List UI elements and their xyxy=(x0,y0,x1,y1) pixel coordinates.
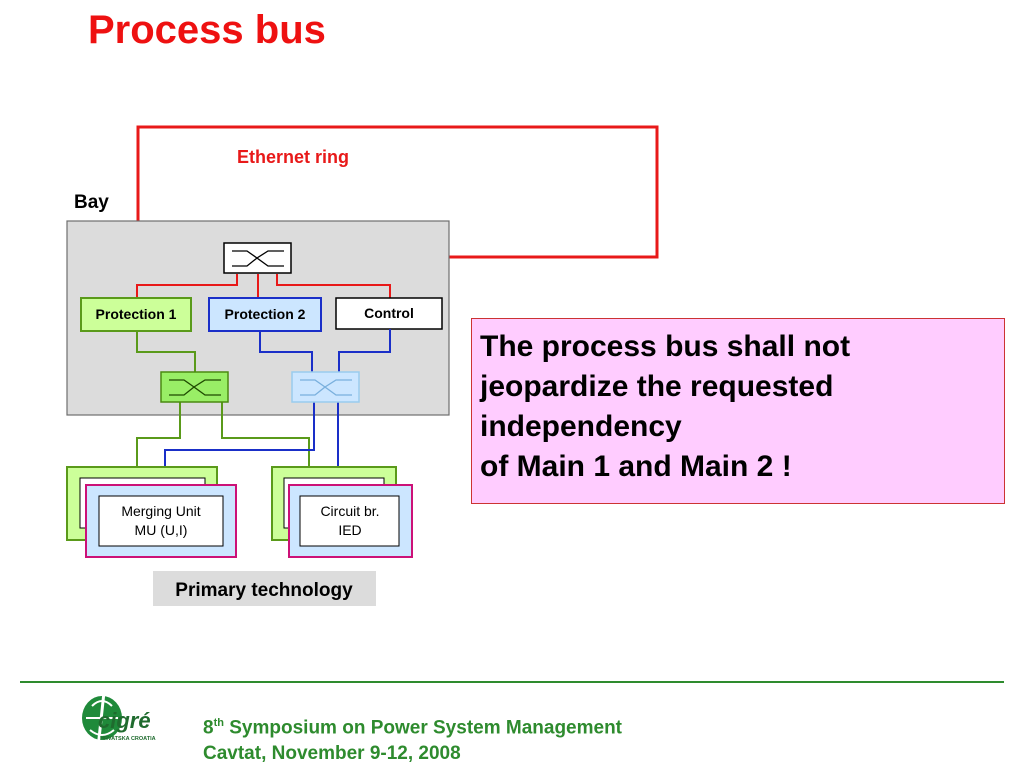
logo-text: cigré xyxy=(98,708,151,733)
red-links xyxy=(136,274,391,299)
protection1-label: Protection 1 xyxy=(96,306,177,322)
footer-edition-suffix: th xyxy=(213,717,224,729)
cigre-logo: cigré HRVATSKA CROATIA xyxy=(82,691,156,749)
note-line4: of Main 1 and Main 2 ! xyxy=(480,450,792,483)
footer-event-line: 8th Symposium on Power System Management xyxy=(203,710,622,741)
primary-technology-box xyxy=(153,571,376,606)
logo-subtext: HRVATSKA CROATIA xyxy=(100,736,156,742)
ethernet-ring-label: Ethernet ring xyxy=(237,147,349,167)
blue-switch xyxy=(291,371,360,403)
footer-text: 8th Symposium on Power System Management… xyxy=(203,710,622,767)
note-line2: jeopardize the requested xyxy=(480,370,834,403)
control-box xyxy=(335,297,443,330)
bay-switch-top xyxy=(223,242,292,274)
circuit-breaker-line1: Circuit br. xyxy=(320,503,379,519)
merging-unit-line1: Merging Unit xyxy=(121,503,200,519)
bay-label: Bay xyxy=(74,192,109,213)
footer-event: Symposium on Power System Management xyxy=(223,717,623,739)
protection2-box xyxy=(208,297,322,332)
footer-location-date: Cavtat, November 9-12, 2008 xyxy=(203,743,461,765)
merging-unit-line2: MU (U,I) xyxy=(135,522,188,538)
note-line1: The process bus shall not xyxy=(480,330,851,363)
protection1-box xyxy=(80,297,192,332)
primary-technology-label: Primary technology xyxy=(175,580,353,601)
protection2-label: Protection 2 xyxy=(225,306,306,322)
footer-edition: 8 xyxy=(203,717,214,739)
green-links xyxy=(136,331,310,467)
footer-divider xyxy=(20,681,1004,683)
note-line3: independency xyxy=(480,410,682,443)
page-title: Process bus xyxy=(88,8,326,52)
merging-unit: Merging Unit MU (U,I) xyxy=(85,484,237,558)
green-switch xyxy=(160,371,229,403)
control-label: Control xyxy=(364,305,414,321)
circuit-breaker-line2: IED xyxy=(338,522,361,538)
circuit-breaker-ied: Circuit br. IED xyxy=(288,484,413,558)
independency-note: The process bus shall not jeopardize the… xyxy=(471,318,1005,504)
